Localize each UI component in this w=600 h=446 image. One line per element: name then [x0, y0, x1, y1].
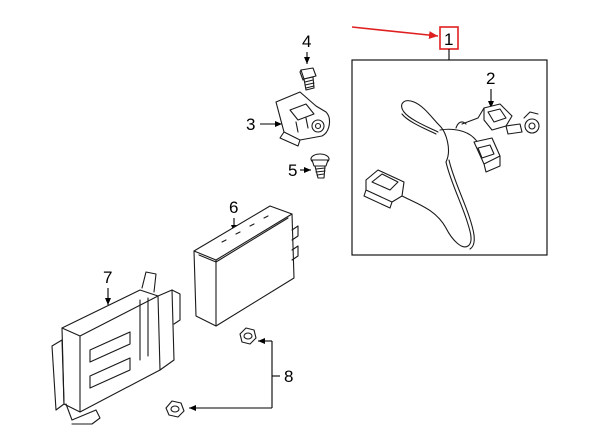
nut-lower — [165, 400, 185, 418]
bolt — [299, 67, 317, 91]
nut-upper — [239, 327, 257, 345]
callout-8-label[interactable]: 8 — [284, 367, 293, 386]
wire-harness — [363, 100, 540, 250]
callout-7-label[interactable]: 7 — [103, 268, 112, 287]
callout-4-label[interactable]: 4 — [302, 32, 311, 51]
module-bracket — [51, 271, 181, 425]
mounting-bracket — [275, 91, 331, 147]
callout-5-label[interactable]: 5 — [288, 161, 297, 180]
screw — [310, 153, 330, 179]
callout-6-label[interactable]: 6 — [229, 198, 238, 217]
highlight-arrow — [351, 26, 439, 40]
control-module — [193, 205, 299, 327]
callout-1-label[interactable]: 1 — [444, 30, 453, 49]
callout-2-label[interactable]: 2 — [486, 69, 495, 88]
callout-3-label[interactable]: 3 — [246, 115, 255, 134]
detail-box — [351, 59, 548, 256]
